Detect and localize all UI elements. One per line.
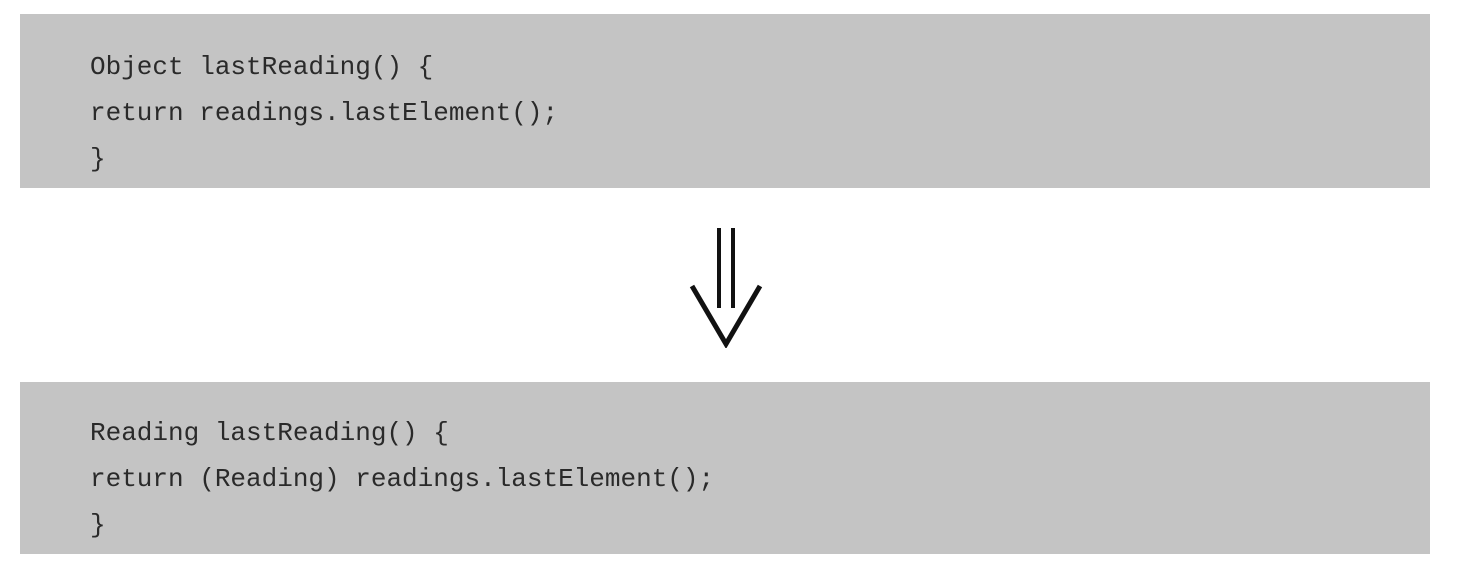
code-line: } [90,510,106,540]
code-line: Reading lastReading() { [90,418,449,448]
code-line: return readings.lastElement(); [90,98,559,128]
code-block-before: Object lastReading() { return readings.l… [20,14,1430,188]
double-down-arrow-icon [689,228,763,348]
code-line: return (Reading) readings.lastElement(); [90,464,715,494]
code-line: Object lastReading() { [90,52,434,82]
code-block-after: Reading lastReading() { return (Reading)… [20,382,1430,554]
code-line: } [90,144,106,174]
